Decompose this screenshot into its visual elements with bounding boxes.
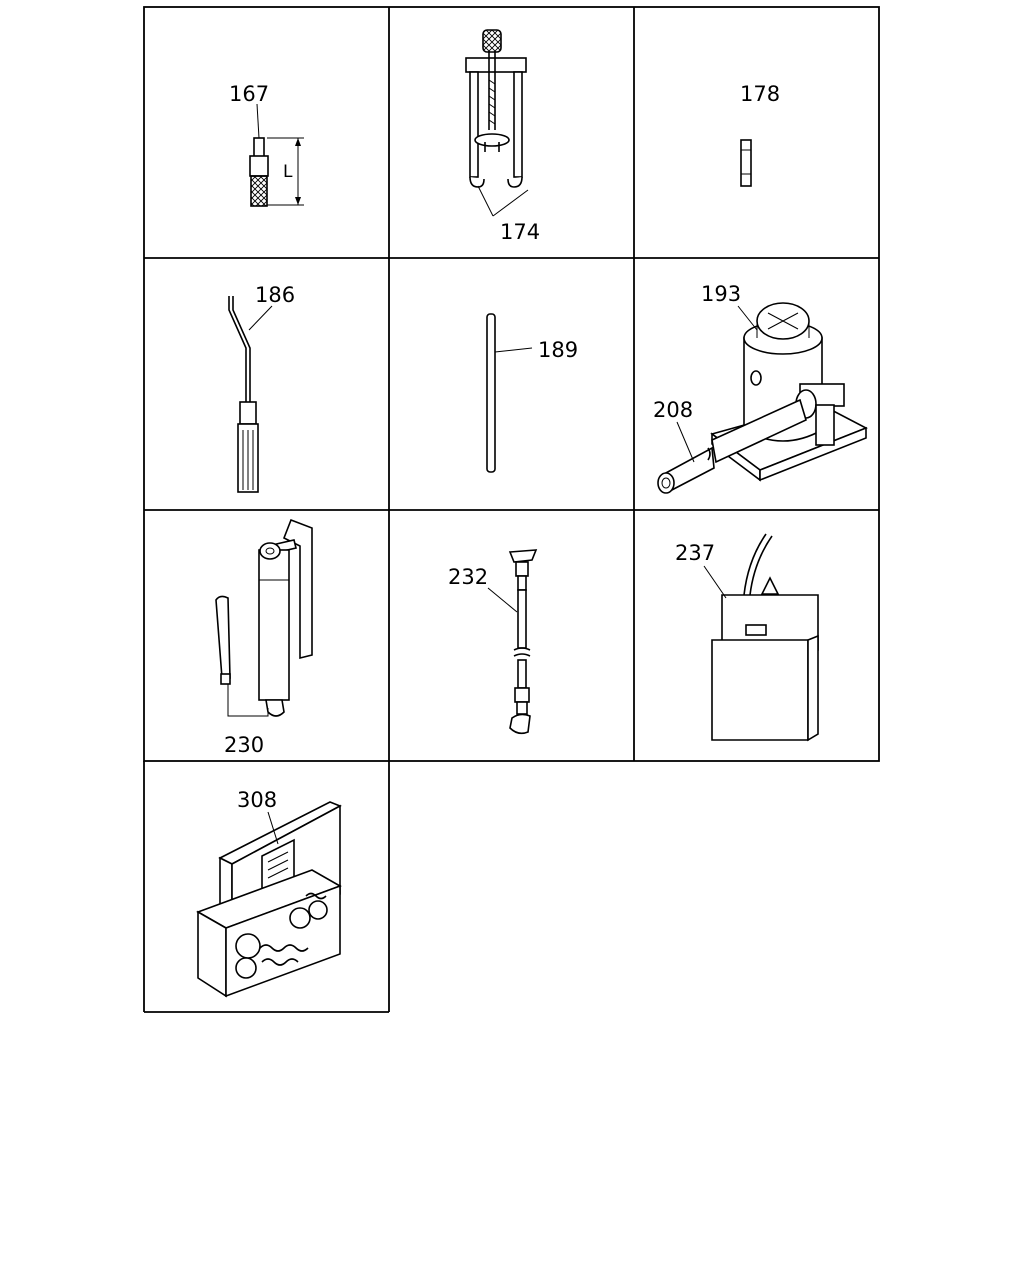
callout-308: 308 (237, 788, 277, 812)
callout-178: 178 (740, 82, 780, 106)
part-186-illustration (228, 296, 273, 493)
callout-186: 186 (255, 283, 295, 307)
part-232-illustration (487, 549, 538, 735)
part-189-illustration (486, 313, 533, 473)
callout-230: 230 (224, 733, 264, 757)
callout-189: 189 (538, 338, 578, 362)
part-208-illustration (657, 398, 807, 494)
callout-237: 237 (675, 541, 715, 565)
part-174-illustration (465, 29, 529, 217)
part-230-illustration (215, 518, 313, 717)
callout-193: 193 (701, 282, 741, 306)
callout-208: 208 (653, 398, 693, 422)
part-178-illustration (740, 139, 752, 187)
dimension-label-L: L (283, 162, 293, 182)
callout-167: 167 (229, 82, 269, 106)
part-308-illustration (196, 801, 342, 998)
callout-174: 174 (500, 220, 540, 244)
part-167-illustration (249, 103, 304, 207)
callout-232: 232 (448, 565, 488, 589)
part-237-illustration (703, 533, 819, 742)
grid-frame (143, 6, 880, 1013)
